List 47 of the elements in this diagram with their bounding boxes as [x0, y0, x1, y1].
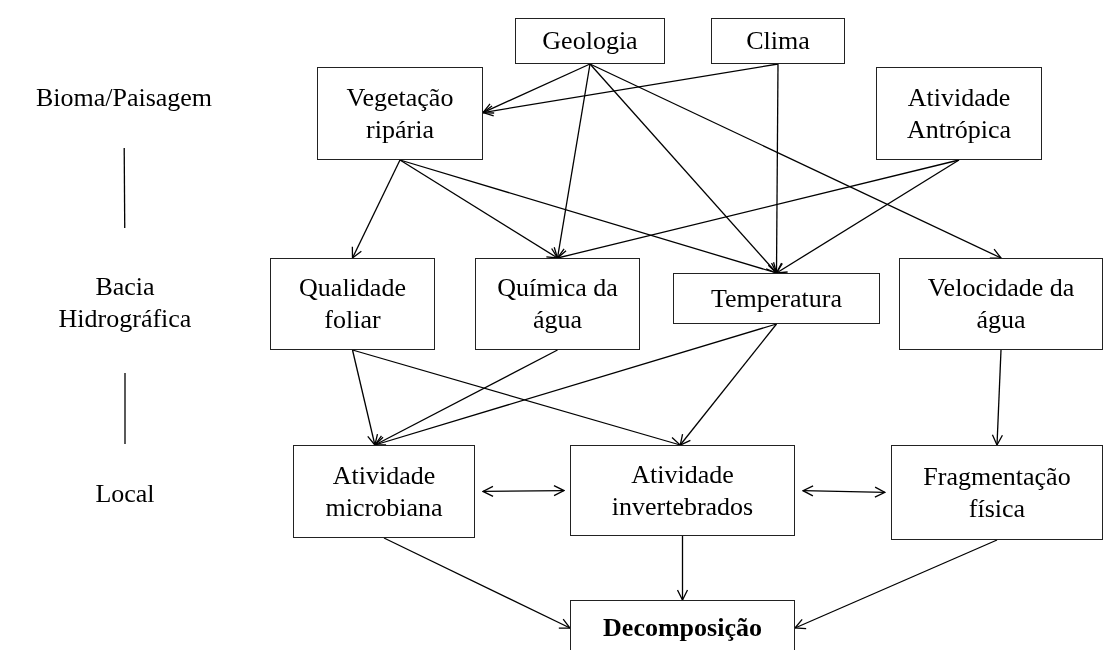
arrow: [482, 485, 565, 497]
arrow: [399, 159, 559, 259]
process-box: [711, 18, 845, 64]
process-box: [673, 273, 880, 324]
process-box: [293, 445, 475, 538]
process-box: [317, 67, 483, 160]
arrow: [676, 535, 689, 601]
process-box: [876, 67, 1042, 160]
process-box: [570, 445, 795, 536]
node-label: Atividade microbiana: [324, 459, 444, 524]
node-label: Fragmentação física: [922, 460, 1072, 525]
arrow: [794, 539, 998, 630]
arrow: [553, 63, 591, 259]
connector-line: [124, 372, 126, 445]
node-label: Atividade Antrópica: [906, 81, 1012, 146]
arrow: [383, 537, 571, 629]
node-label: Química da água: [496, 272, 619, 336]
arrow: [802, 485, 886, 498]
arrow: [482, 63, 779, 117]
process-box: [270, 258, 435, 350]
arrow: [589, 63, 1002, 259]
arrow: [775, 159, 960, 274]
arrow: [679, 323, 778, 446]
process-box: [899, 258, 1103, 350]
level-label: Bacia Hidrográfica: [57, 271, 193, 335]
process-box: [570, 600, 795, 650]
arrow: [770, 63, 783, 274]
process-box: [475, 258, 640, 350]
connector-line: [123, 147, 126, 229]
level-label: Bioma/Paisagem: [35, 82, 213, 114]
process-box: [891, 445, 1103, 540]
node-label: Geologia: [542, 25, 638, 57]
level-label: Local: [95, 478, 155, 510]
arrow: [589, 63, 778, 274]
node-label: Clima: [746, 25, 810, 57]
node-label: Vegetação ripária: [345, 81, 455, 146]
process-box: [515, 18, 665, 64]
node-label: Atividade invertebrados: [610, 458, 755, 523]
arrow: [991, 349, 1004, 446]
arrow: [351, 159, 401, 259]
node-label: Temperatura: [711, 282, 842, 315]
node-label: Decomposição: [603, 612, 762, 644]
arrow: [351, 349, 379, 446]
arrow: [374, 349, 559, 446]
node-label: Qualidade foliar: [298, 272, 407, 336]
arrow: [482, 63, 591, 114]
node-label: Velocidade da água: [926, 272, 1076, 336]
